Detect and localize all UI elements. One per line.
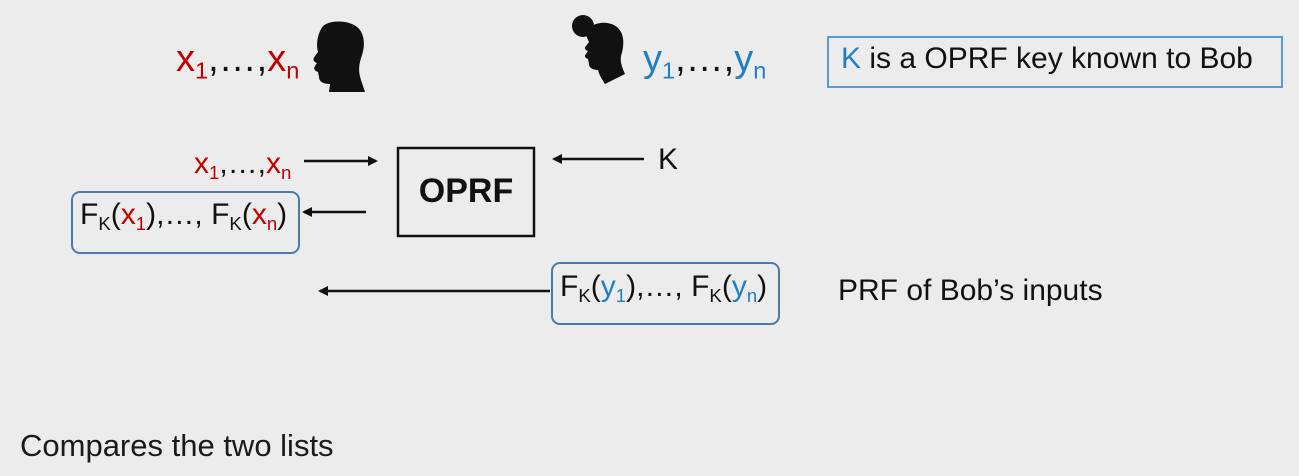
bob-result: FK(y1),…, FK(yn) bbox=[560, 270, 768, 306]
alice-input-last: xn bbox=[267, 38, 300, 84]
bob-result-caption: PRF of Bob’s inputs bbox=[838, 274, 1103, 307]
footer-text: Compares the two lists bbox=[20, 428, 334, 463]
key-note-symbol: K bbox=[841, 42, 862, 75]
bob-result-arg1: y1 bbox=[600, 270, 627, 306]
female-head-silhouette-icon bbox=[572, 15, 625, 84]
alice-result-arg1: x1 bbox=[120, 198, 147, 234]
oprf-key-input: K bbox=[658, 143, 679, 176]
alice-inputs: x1,…,xn bbox=[176, 38, 300, 84]
alice-input-sep: ,…, bbox=[208, 38, 268, 80]
bob-result-box bbox=[551, 262, 780, 325]
oprf-box bbox=[396, 146, 536, 238]
alice-result-box bbox=[71, 191, 300, 254]
alice-query-sep: ,…, bbox=[219, 147, 267, 180]
alice-query-last: xn bbox=[266, 147, 292, 183]
bob-input-last: yn bbox=[734, 38, 767, 84]
alice-result: FK(x1),…, FK(xn) bbox=[80, 198, 288, 234]
alice-query-first: x1 bbox=[194, 147, 220, 183]
alice-input-first: x1 bbox=[176, 38, 209, 84]
bob-result-arg2: yn bbox=[731, 270, 758, 306]
male-head-silhouette-icon bbox=[313, 21, 365, 92]
key-note-box: K is a OPRF key known to Bob bbox=[827, 36, 1283, 88]
bob-input-first: y1 bbox=[643, 38, 676, 84]
key-note-text: is a OPRF key known to Bob bbox=[861, 42, 1253, 75]
bob-input-sep: ,…, bbox=[675, 38, 735, 80]
alice-query: x1,…,xn bbox=[194, 147, 292, 183]
bob-inputs: y1,…,yn bbox=[643, 38, 767, 84]
alice-result-arg2: xn bbox=[251, 198, 278, 234]
oprf-label: OPRF bbox=[418, 172, 514, 210]
